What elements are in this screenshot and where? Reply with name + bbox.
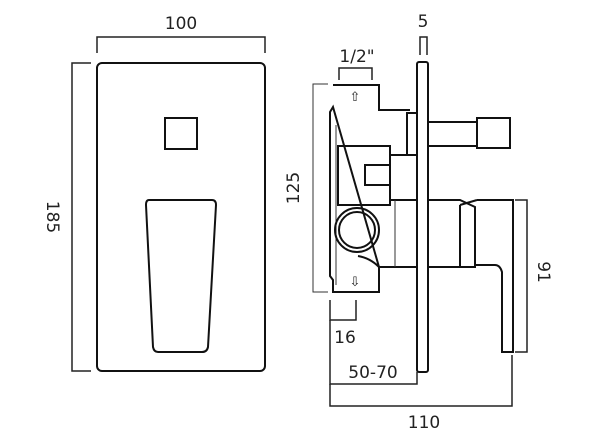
body-height-label: 125 [284,172,304,204]
body-offset-label: 16 [334,328,356,348]
wall-depth-dimension [329,320,418,385]
plate-thickness-label: 5 [418,12,429,32]
diverter-cap [476,117,511,149]
total-depth-label: 110 [408,413,440,433]
plate-thickness-dimension [419,36,428,55]
flow-up-icon: ⇧ [350,90,361,105]
connector [406,112,418,156]
width-dimension-line [96,36,266,53]
side-view: ⇧ ⇩ 5 1/2" 125 91 16 50-70 110 [284,12,553,433]
body-height-dimension [312,83,328,293]
thread-label: 1/2" [339,47,374,67]
height-label: 185 [42,201,62,233]
side-plate [416,61,429,373]
diverter-stem [427,121,478,147]
valve-body [329,84,417,293]
front-view: 100 185 [42,14,266,372]
total-depth-dimension [329,355,513,407]
thread-dimension [338,67,373,80]
outlet-port-inner [338,211,376,249]
flow-down-icon: ⇩ [350,275,361,290]
lever-height-label: 91 [533,261,553,283]
wall-depth-label: 50-70 [348,363,397,383]
width-label: 100 [165,14,197,34]
lever-height-dimension [515,199,528,353]
lever-handle [144,199,218,353]
outlet-port [334,207,380,253]
height-dimension-line [71,62,91,372]
diverter-knob [164,117,198,150]
body-offset-dimension [329,300,357,321]
cartridge-stem [364,164,391,186]
faceplate [96,62,266,372]
lever-side [428,199,514,353]
